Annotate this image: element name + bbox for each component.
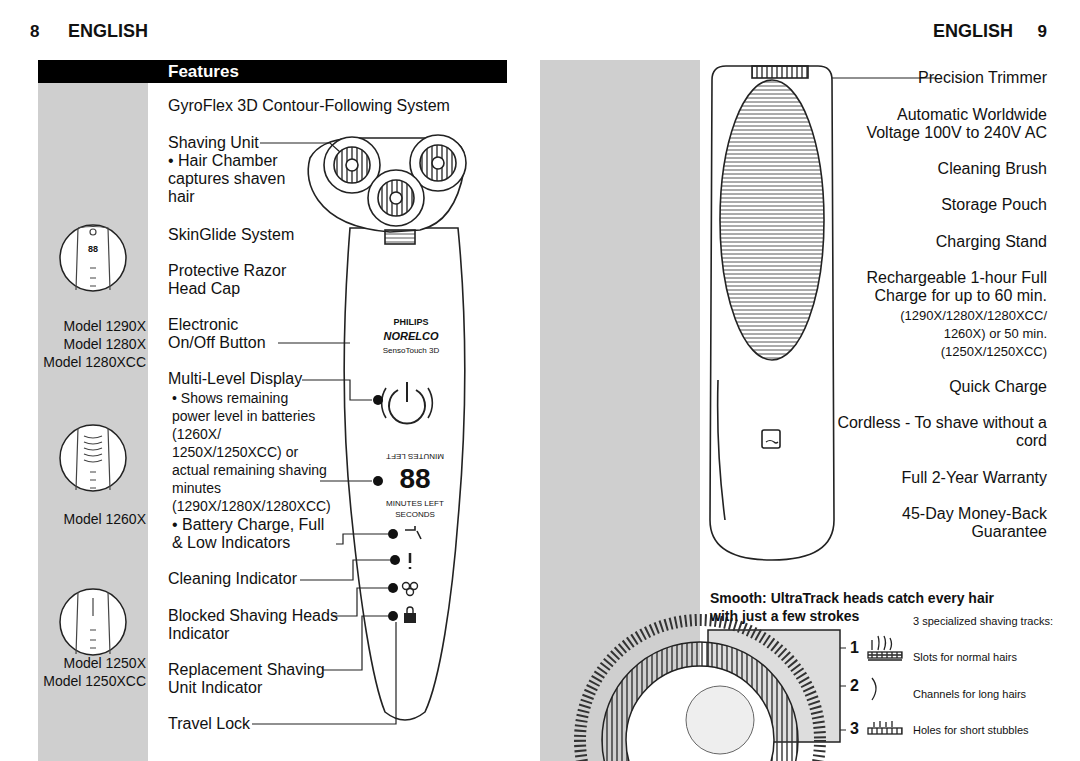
feature-label: Blocked Shaving Heads Indicator: [168, 607, 343, 643]
shaver-front: [308, 135, 466, 720]
feature-label: Cleaning Indicator: [168, 570, 318, 588]
feature-label: Travel Lock: [168, 715, 288, 733]
feature-label: Cleaning Brush: [847, 160, 1047, 178]
model-line: SensoTouch 3D: [371, 346, 451, 355]
feature-label: Charging Stand: [847, 233, 1047, 251]
feature-label: Shaving Unit: [168, 134, 288, 152]
display-caption: SECONDS: [375, 510, 455, 519]
model-name: Model 1290X: [38, 318, 146, 334]
callout-number: 3: [850, 720, 859, 738]
display-caption: MINUTES LEFT: [375, 499, 455, 508]
brand-name: PHILIPS: [371, 317, 451, 327]
section-title: Features: [168, 60, 239, 83]
feature-label: Quick Charge: [847, 378, 1047, 396]
note: 3 specialized shaving tracks:: [913, 615, 1073, 628]
title-bar: [38, 60, 507, 83]
feature-label: Rechargeable 1-hour Full Charge for up t…: [847, 269, 1047, 305]
model-name: Model 1250XCC: [38, 673, 146, 689]
page-header: ENGLISH: [68, 21, 148, 42]
display-digits: 88: [380, 463, 450, 495]
model-icons: [60, 225, 126, 655]
callout-number: 2: [850, 677, 859, 695]
side-band: [38, 60, 148, 761]
feature-label: GyroFlex 3D Contour-Following System: [168, 97, 498, 115]
feature-label: Multi-Level Display: [168, 370, 318, 388]
feature-label: SkinGlide System: [168, 226, 338, 244]
track-label: Slots for normal hairs: [913, 651, 1063, 664]
model-name: Model 1280X: [38, 336, 146, 352]
feature-label: Electronic On/Off Button: [168, 316, 280, 352]
feature-label: Automatic Worldwide Voltage 100V to 240V…: [847, 106, 1047, 142]
track-icons: [868, 636, 902, 734]
page-header: ENGLISH: [863, 21, 1013, 42]
feature-label: 45-Day Money-Back Guarantee: [867, 505, 1047, 541]
display-digits: 88: [78, 244, 108, 254]
feature-label: • Battery Charge, Full & Low Indicators: [172, 516, 337, 552]
page-number: 8: [30, 22, 39, 42]
head-detail: [580, 620, 840, 761]
feature-label: Replacement Shaving Unit Indicator: [168, 661, 333, 697]
feature-note: (1290X/1280X/1280XCC/ 1260X) or 50 min. …: [887, 307, 1047, 361]
callout-number: 1: [850, 639, 859, 657]
feature-label: Cordless - To shave without a cord: [832, 414, 1047, 450]
page-number: 9: [1017, 22, 1047, 42]
model-name: Model 1260X: [38, 511, 146, 527]
model-name: Model 1280XCC: [38, 354, 146, 370]
feature-label: Storage Pouch: [847, 196, 1047, 214]
track-label: Holes for short stubbles: [913, 724, 1063, 737]
model-name: Model 1250X: [38, 655, 146, 671]
feature-label: • Hair Chamber captures shaven hair: [168, 152, 308, 206]
feature-label: Full 2-Year Warranty: [847, 469, 1047, 487]
feature-label: Protective Razor Head Cap: [168, 262, 308, 298]
display-caption: MINUTES LEFT: [375, 452, 455, 461]
shaver-back: [710, 66, 834, 560]
brand-name: NORELCO: [371, 330, 451, 343]
feature-label: Precision Trimmer: [847, 69, 1047, 87]
track-label: Channels for long hairs: [913, 688, 1063, 701]
feature-label: • Shows remaining power level in batteri…: [172, 389, 330, 515]
